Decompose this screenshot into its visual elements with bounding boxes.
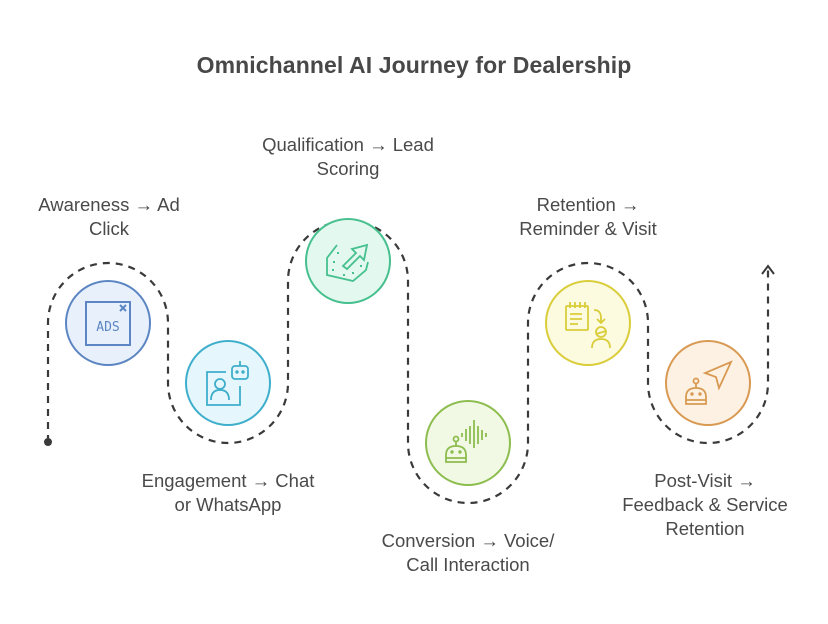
step-engagement-node (185, 340, 271, 426)
journey-path (46, 219, 770, 505)
label-line: Feedback & Service (622, 494, 788, 515)
step-conversion-label: Conversion → Voice/ Call Interaction (358, 529, 578, 577)
label-line: Retention (665, 518, 745, 539)
node-circle (665, 340, 751, 426)
node-circle (185, 340, 271, 426)
lead-score-tag-icon (326, 243, 369, 282)
step-engagement-label: Engagement → Chat or WhatsApp (118, 469, 338, 517)
ads-window-icon: ADS (85, 301, 131, 346)
chatbot-user-icon (206, 361, 249, 406)
step-conversion-node (425, 400, 511, 486)
label-line: Post-Visit → (654, 470, 756, 491)
step-awareness-label: Awareness → Ad Click (20, 193, 198, 241)
step-qualification-label: Qualification → Lead Scoring (238, 133, 458, 181)
bot-send-icon (685, 360, 733, 405)
step-post-visit-label: Post-Visit → Feedback & Service Retentio… (600, 469, 810, 541)
path-start-dot (44, 438, 52, 446)
node-circle (425, 400, 511, 486)
diagram-title: Omnichannel AI Journey for Dealership (196, 52, 632, 78)
label-line: Reminder & Visit (519, 218, 657, 239)
step-retention-label: Retention → Reminder & Visit (498, 193, 678, 241)
step-awareness-node: ADS (65, 280, 151, 366)
step-qualification-node (305, 218, 391, 304)
voice-bot-icon (445, 420, 487, 463)
label-line: Call Interaction (406, 554, 530, 575)
label-line: or WhatsApp (174, 494, 282, 515)
label-line: Scoring (316, 158, 380, 179)
step-post-visit-node (665, 340, 751, 426)
step-retention-node (545, 280, 631, 366)
label-line: Engagement → Chat (141, 470, 315, 491)
label-line: Awareness → Ad (38, 194, 180, 215)
label-line: Qualification → Lead (262, 134, 434, 155)
path-end-arrow-icon (761, 264, 775, 275)
reminder-visit-icon (565, 302, 611, 349)
label-line: Retention → (536, 194, 640, 215)
svg-text:ADS: ADS (96, 320, 119, 335)
label-line: Click (88, 218, 130, 239)
label-line: Conversion → Voice/ (381, 530, 555, 551)
